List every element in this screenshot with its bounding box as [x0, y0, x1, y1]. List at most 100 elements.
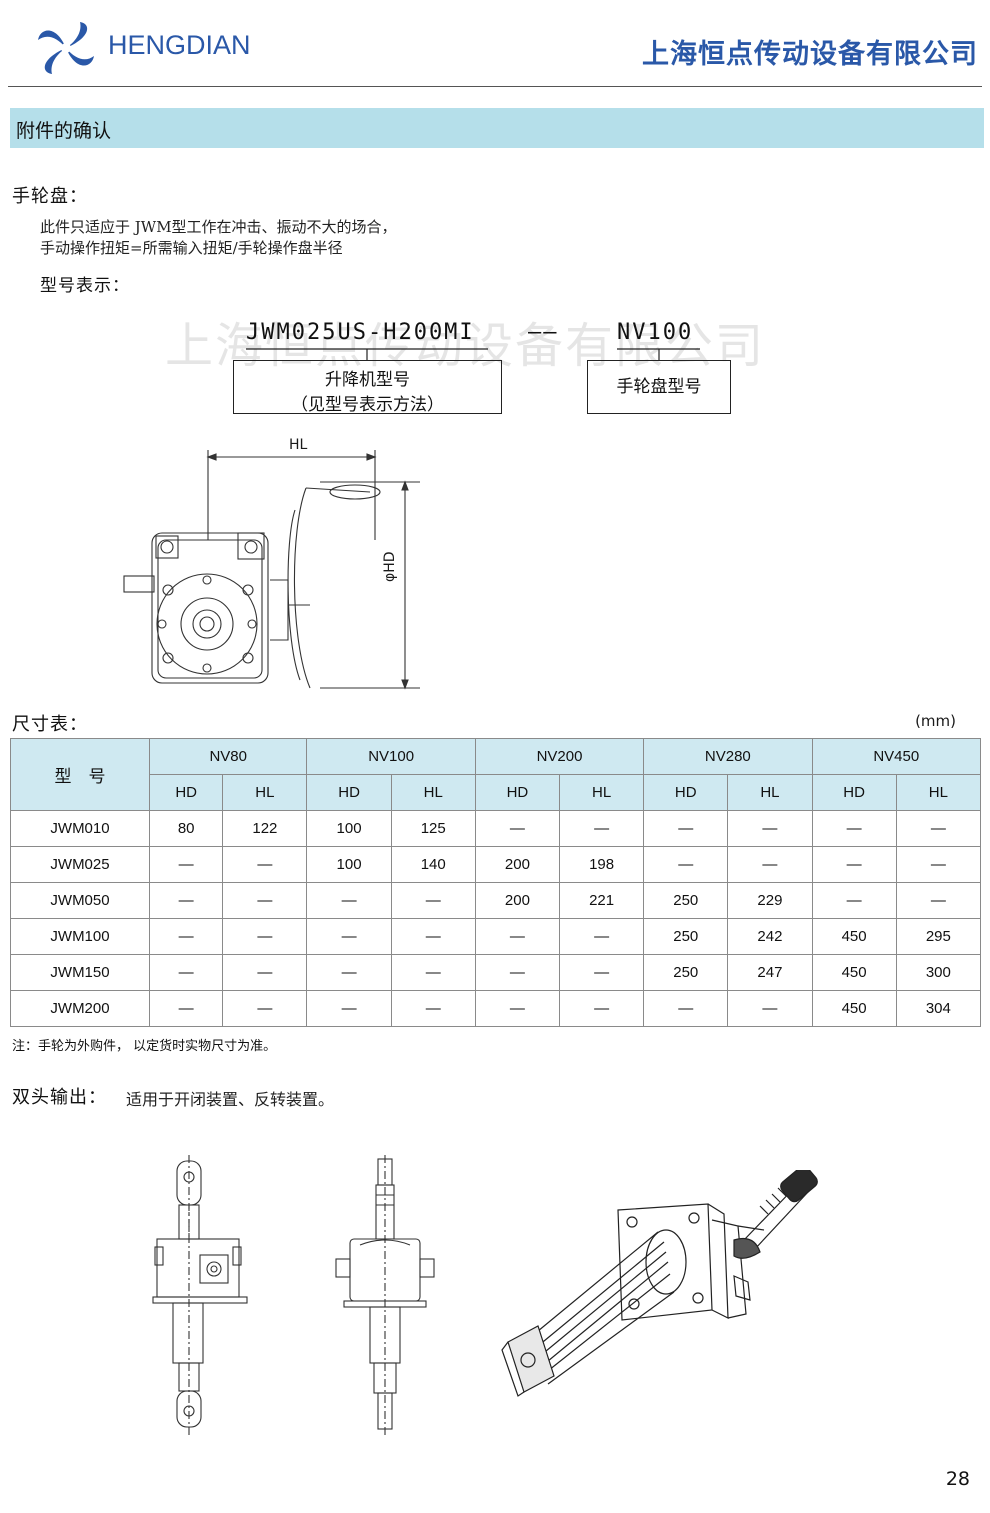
subheader-cell: HD — [148, 774, 224, 811]
table-row: JWM100 — — — — — — 250 242 450 295 — [10, 918, 982, 955]
table-cell: 125 — [390, 810, 476, 847]
table-cell: — — [558, 990, 645, 1027]
watermark: 上海恒点传动设备有限公司 — [165, 318, 766, 374]
table-cell: 304 — [895, 990, 982, 1027]
table-cell: — — [390, 882, 476, 919]
group-header: NV280 — [643, 738, 813, 775]
model-code-left: JWM025US-H200MI — [246, 320, 475, 345]
table-row: JWM050 — — — — 200 221 250 229 — — — [10, 882, 982, 919]
dimension-table-heading: 尺寸表： — [12, 714, 88, 735]
dim-hl-label: HL — [289, 437, 308, 453]
table-cell: — — [390, 954, 476, 991]
table-cell: — — [811, 882, 897, 919]
hengdian-logo-icon — [38, 22, 94, 74]
row-model: JWM100 — [10, 918, 150, 955]
row-model: JWM025 — [10, 846, 150, 883]
table-cell: 250 — [643, 882, 729, 919]
table-cell: — — [306, 882, 392, 919]
subheader-cell: HL — [222, 774, 308, 811]
handwheel-desc-line1: 此件只适应于 JWM型工作在冲击、振动不大的场合， — [40, 218, 397, 236]
table-cell: 80 — [148, 810, 224, 847]
table-cell: — — [474, 918, 561, 955]
table-cell: — — [895, 810, 982, 847]
dim-hd-label: φHD — [382, 551, 398, 582]
table-cell: — — [148, 918, 224, 955]
lift-model-box-line2: （见型号表示方法） — [291, 395, 444, 415]
table-cell: — — [811, 810, 897, 847]
table-cell: — — [727, 990, 813, 1027]
header-divider — [8, 86, 982, 87]
table-cell: 229 — [727, 882, 813, 919]
table-cell: — — [148, 846, 224, 883]
table-cell: — — [222, 846, 308, 883]
handwheel-drawing — [123, 450, 420, 690]
table-cell: — — [643, 810, 729, 847]
model-code-dash: —— — [528, 320, 559, 345]
table-cell: — — [306, 990, 392, 1027]
subheader-cell: HD — [474, 774, 561, 811]
subheader-cell: HD — [643, 774, 729, 811]
group-header: NV100 — [306, 738, 476, 775]
table-cell: — — [306, 954, 392, 991]
table-cell: 450 — [811, 918, 897, 955]
table-subheader-row: HD HL HD HL HD HL HD HL HD HL — [11, 774, 982, 811]
table-cell: 250 — [643, 954, 729, 991]
table-cell: — — [643, 846, 729, 883]
table-cell: — — [558, 954, 645, 991]
table-cell: — — [148, 954, 224, 991]
dual-output-side-drawing — [335, 1155, 435, 1435]
table-cell: — — [895, 846, 982, 883]
handwheel-heading: 手轮盘： — [12, 186, 88, 207]
subheader-cell: HL — [390, 774, 476, 811]
table-cell: — — [558, 918, 645, 955]
table-cell: — — [148, 882, 224, 919]
dimension-table: 型 号 NV80 NV100 NV200 NV280 NV450 HD HL H… — [10, 738, 982, 1027]
model-label: 型号表示： — [40, 276, 130, 296]
brand-name: HENGDIAN — [108, 30, 251, 60]
table-cell: 140 — [390, 846, 476, 883]
table-row: JWM010 80 122 100 125 — — — — — — — [10, 810, 982, 847]
group-header: NV80 — [148, 738, 308, 775]
table-cell: 200 — [474, 882, 561, 919]
table-cell: 200 — [474, 846, 561, 883]
model-header: 型 号 — [10, 738, 150, 811]
table-cell: 295 — [895, 918, 982, 955]
table-cell: 450 — [811, 990, 897, 1027]
table-cell: — — [727, 810, 813, 847]
section-title: 附件的确认 — [16, 120, 112, 142]
row-model: JWM200 — [10, 990, 150, 1027]
handwheel-model-box: 手轮盘型号 — [587, 360, 731, 414]
table-cell: — — [474, 954, 561, 991]
dual-output-front-drawing — [152, 1155, 248, 1435]
table-cell: — — [222, 990, 308, 1027]
model-code-connectors — [246, 348, 700, 360]
dual-output-heading: 双头输出： — [12, 1087, 107, 1108]
table-cell: — — [558, 810, 645, 847]
subheader-cell: HD — [811, 774, 897, 811]
row-model: JWM150 — [10, 954, 150, 991]
subheader-cell: HL — [895, 774, 982, 811]
table-cell: 247 — [727, 954, 813, 991]
table-cell: 300 — [895, 954, 982, 991]
page-number: 28 — [945, 1468, 970, 1490]
section-title-bar: 附件的确认 — [10, 108, 984, 148]
table-cell: 100 — [306, 846, 392, 883]
table-cell: 242 — [727, 918, 813, 955]
table-cell: — — [474, 990, 561, 1027]
table-row: JWM150 — — — — — — 250 247 450 300 — [10, 954, 982, 991]
table-cell: — — [222, 882, 308, 919]
row-model: JWM050 — [10, 882, 150, 919]
table-cell: — — [390, 918, 476, 955]
table-cell: — — [390, 990, 476, 1027]
model-code-right: NV100 — [617, 320, 694, 345]
subheader-cell: HD — [306, 774, 392, 811]
table-cell: — — [222, 918, 308, 955]
table-cell: 250 — [643, 918, 729, 955]
table-cell: — — [727, 846, 813, 883]
table-row: JWM025 — — 100 140 200 198 — — — — — [10, 846, 982, 883]
lift-model-box: 升降机型号 （见型号表示方法） — [233, 360, 502, 415]
subheader-cell: HL — [727, 774, 813, 811]
table-cell: — — [643, 990, 729, 1027]
table-cell: — — [306, 918, 392, 955]
table-cell: 198 — [558, 846, 645, 883]
